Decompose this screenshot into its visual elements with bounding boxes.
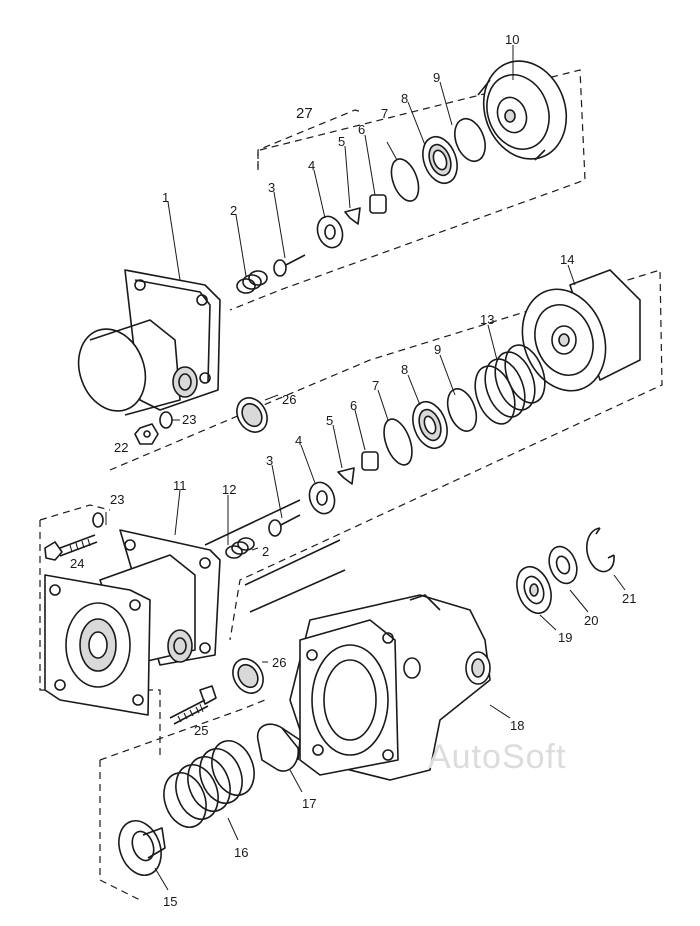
callout-18: 18 [510,718,524,733]
leader-lines [105,45,626,891]
callout-11: 11 [173,478,187,493]
callout-7-upper: 7 [381,106,388,121]
callout-21: 21 [622,591,636,606]
part-19-cup-washer [516,565,552,615]
callout-27: 27 [296,105,313,122]
callout-5-middle: 5 [326,413,333,428]
callout-10: 10 [505,32,519,47]
callout-6-middle: 6 [350,398,357,413]
part-7-o-ring-middle [383,418,413,466]
callout-22: 22 [114,440,128,455]
callout-labels: 10 9 8 7 27 6 5 4 3 1 2 14 13 9 8 7 26 6… [70,32,636,909]
callout-13: 13 [480,312,494,327]
part-4-bearing-upper [316,215,344,249]
callout-26-upper: 26 [282,392,296,407]
callout-15: 15 [163,894,177,909]
callout-23-upper: 23 [182,412,196,427]
callout-6-upper: 6 [358,122,365,137]
part-10-end-cap [477,60,568,161]
part-2-spring-middle [225,537,255,559]
callout-5-upper: 5 [338,134,345,149]
part-9-snap-ring-upper [454,117,486,163]
callout-9-upper: 9 [433,70,440,85]
part-4-bearing-middle [308,481,336,515]
callout-4-upper: 4 [308,158,315,173]
part-left-flange [44,574,151,716]
part-6-nut-upper [369,194,387,214]
part-22-nut [134,423,159,445]
part-3-pin-upper [273,254,306,277]
part-12-tie-rods [204,499,346,613]
group-outline-bracket-27 [257,109,363,168]
callout-23-lower: 23 [110,492,124,507]
part-24-bolt [44,534,98,561]
part-8-seal-upper [422,135,458,185]
part-2-spring-upper [236,270,268,294]
callout-1: 1 [162,190,169,205]
callout-2-middle: 2 [262,544,269,559]
callout-9-middle: 9 [434,342,441,357]
callout-7-middle: 7 [372,378,379,393]
part-25-threaded-stud [169,685,217,725]
part-9-snap-ring-middle [446,388,478,432]
part-21-snap-ring [586,527,615,573]
callout-8-upper: 8 [401,91,408,106]
part-3-pin-middle [268,514,301,537]
part-5-clip-middle [337,467,355,485]
callout-3-upper: 3 [268,180,275,195]
part-6-nut-middle [361,451,379,471]
part-23-washer-lower [92,512,104,528]
part-17-knob [256,723,301,772]
callout-2-upper: 2 [230,203,237,218]
callout-20: 20 [584,613,598,628]
part-18-main-housing [289,594,491,781]
callout-4-middle: 4 [295,433,302,448]
part-8-seal-middle [412,400,448,450]
part-7-o-ring-upper [390,158,420,202]
callout-17: 17 [302,796,316,811]
callout-16: 16 [234,845,248,860]
part-26-filter-lower [232,658,264,694]
part-26-filter-upper [236,397,268,433]
callout-25: 25 [194,723,208,738]
part-13-coil-spring [474,344,546,425]
part-23-washer-upper [159,411,173,429]
callout-24: 24 [70,556,84,571]
part-1-upper-housing [77,269,221,416]
callout-14: 14 [560,252,574,267]
watermark-text: AutoSoft [428,738,567,776]
part-14-spring-cup [521,269,641,392]
callout-26-lower: 26 [272,655,286,670]
callout-12: 12 [222,482,236,497]
part-15-spring-seat [118,820,166,876]
group-outline-bottom-spring [99,699,266,901]
callout-3-middle: 3 [266,453,273,468]
part-5-clip-upper [344,207,361,225]
callout-8-middle: 8 [401,362,408,377]
callout-19: 19 [558,630,572,645]
part-16-large-coil-spring [163,740,255,828]
part-20-flat-washer [548,545,578,585]
